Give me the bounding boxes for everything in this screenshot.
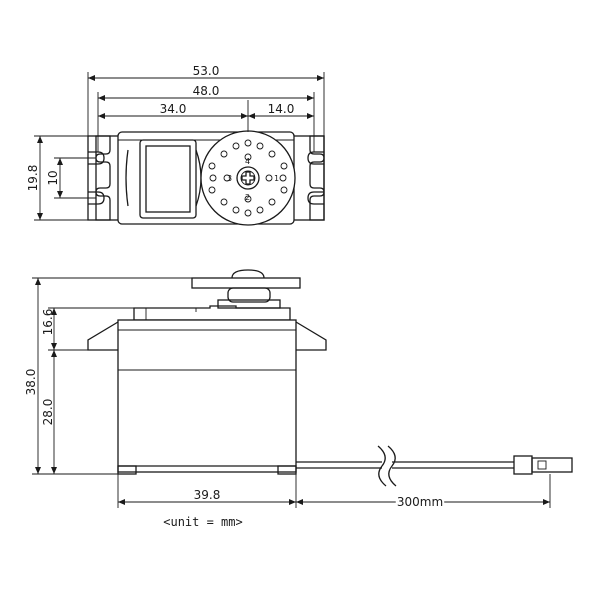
mount-flange-left — [87, 321, 119, 351]
cable-connector — [513, 455, 573, 475]
svg-text:300mm: 300mm — [397, 495, 443, 509]
svg-text:38.0: 38.0 — [24, 369, 38, 396]
output-spline — [227, 287, 271, 303]
dim-body-height: 28.0 — [41, 350, 57, 474]
mount-flange-right — [295, 321, 327, 351]
dim-flange-height: 16.6 — [41, 307, 134, 351]
horn-hub — [236, 166, 260, 190]
mounting-flange-outline — [95, 135, 111, 221]
horn-holes — [208, 139, 288, 217]
slot-top-left — [88, 151, 105, 165]
unit-note: <unit = mm> — [163, 515, 242, 529]
label-plate-inner — [145, 145, 191, 213]
dim-body-width: 39.8 — [117, 474, 297, 508]
svg-text:28.0: 28.0 — [41, 399, 55, 426]
mounting-flange-outline-right — [309, 135, 325, 221]
horn-number-bottom: 2 — [245, 193, 250, 202]
svg-text:16.6: 16.6 — [41, 309, 55, 336]
case-body — [117, 319, 297, 473]
svg-text:53.0: 53.0 — [193, 64, 220, 78]
label-plate-outer — [139, 139, 197, 219]
dim-mount-hole-spacing: 48.0 — [97, 84, 315, 152]
horn-screw-icon — [241, 171, 255, 185]
svg-text:10: 10 — [46, 170, 60, 185]
horn-number-top: 4 — [245, 157, 250, 166]
slot-bottom-right — [307, 191, 324, 205]
dim-height-outer: 19.8 — [26, 135, 96, 221]
dim-total-height: 38.0 — [24, 277, 192, 475]
servo-horn — [200, 130, 296, 226]
dim-overall-width: 53.0 — [87, 64, 325, 136]
horn-number-left: 3 — [227, 174, 232, 183]
servo-cable — [296, 445, 514, 487]
side-view: 38.0 16.6 28.0 39.8 300mm <unit = mm> — [24, 269, 573, 529]
dim-height-inner: 10 — [46, 157, 96, 199]
svg-text:34.0: 34.0 — [160, 102, 187, 116]
dim-shaft-offsets: 34.0 14.0 — [98, 102, 314, 119]
dim-cable-length: 300mm — [296, 474, 551, 511]
slot-top-right — [307, 151, 324, 165]
svg-text:48.0: 48.0 — [193, 84, 220, 98]
horn-number-right: 1 — [274, 174, 279, 183]
top-view: 4 1 3 2 53.0 48.0 34.0 14.0 — [26, 64, 325, 226]
svg-text:14.0: 14.0 — [268, 102, 295, 116]
top-cap — [133, 305, 291, 321]
horn-disc — [191, 277, 301, 289]
svg-text:39.8: 39.8 — [194, 488, 221, 502]
slot-bottom-left — [88, 191, 105, 205]
svg-text:19.8: 19.8 — [26, 165, 40, 192]
